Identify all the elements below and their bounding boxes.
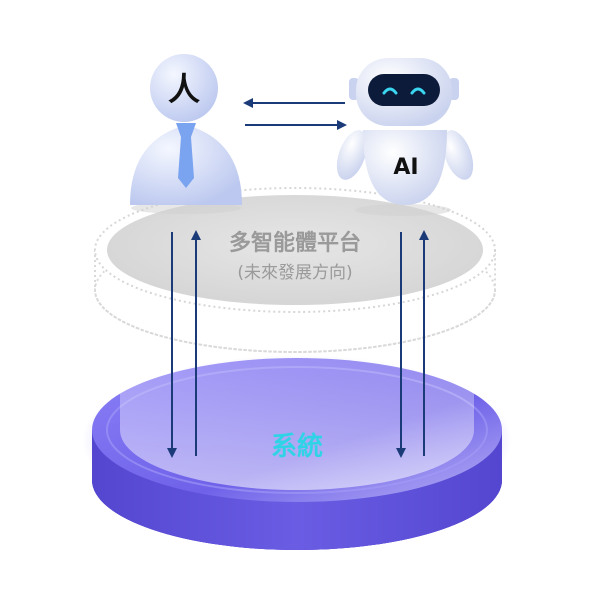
robot-right-eye	[410, 87, 426, 95]
human-tie-knot	[176, 123, 196, 137]
platform-subtitle: (未來發展方向)	[237, 263, 352, 283]
robot-body	[363, 130, 447, 205]
platform-top	[107, 195, 483, 305]
robot-shadow	[355, 204, 451, 216]
human-label: 人	[168, 70, 200, 108]
human-head	[150, 54, 218, 122]
robot-left-arm	[336, 130, 368, 180]
arrows	[167, 98, 429, 458]
human-figure	[130, 54, 242, 214]
platform-title: 多智能體平台	[229, 230, 361, 256]
system-label: 系統	[271, 431, 323, 462]
robot-figure	[336, 58, 474, 216]
robot-visor	[368, 74, 440, 106]
ai-label: AI	[393, 155, 418, 180]
human-tie	[178, 137, 194, 188]
robot-left-eye	[382, 87, 398, 95]
robot-right-arm	[442, 130, 474, 180]
